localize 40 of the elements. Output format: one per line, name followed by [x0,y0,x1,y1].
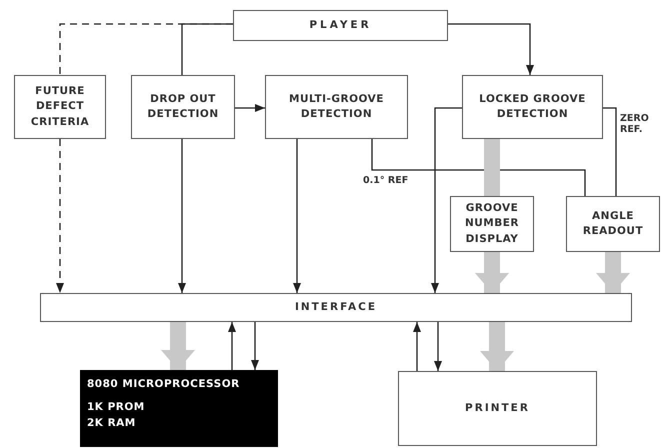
connector-line [603,107,617,196]
arrow [293,139,301,293]
node-label: GROOVE NUMBER DISPLAY [464,201,520,247]
microprocessor-block [80,370,278,447]
process-box [14,75,106,139]
node-label: MULTI-GROOVE DETECTION [288,92,385,122]
thick-arrow [480,322,514,371]
node-label: LOCKED GROOVE DETECTION [478,92,587,122]
edge-label: 0.1° REF [362,175,410,186]
connector-line [181,23,233,75]
node-label: ANGLE READOUT [582,208,644,239]
interface-bar [40,293,632,322]
arrow [448,23,534,75]
process-box [450,196,534,252]
thick-arrow [161,322,195,370]
arrow [413,322,421,371]
arrow [228,322,236,370]
process-box [265,75,408,139]
node-label: INTERFACE [294,300,378,315]
thick-arrow [596,252,630,293]
arrow [235,104,265,112]
node-label: PRINTER [465,400,530,416]
node-label: 1K PROM [87,400,145,415]
process-box [462,75,603,139]
thick-arrow [475,252,509,293]
arrow [431,107,462,293]
arrow [56,139,64,293]
node-label: FUTURE DEFECT CRITERIA [30,84,90,130]
node-label: DROP OUT DETECTION [146,92,220,122]
arrow [251,322,259,370]
node-label: 2K RAM [87,416,136,430]
connector-line [371,139,586,196]
arrow [434,322,442,371]
process-box [566,196,660,252]
node-label: PLAYER [309,18,372,33]
printer-box [398,371,597,446]
source-box [233,10,448,41]
arrow [178,139,186,293]
node-label: 8080 MICROPROCESSOR [87,377,240,392]
process-box [131,75,235,139]
